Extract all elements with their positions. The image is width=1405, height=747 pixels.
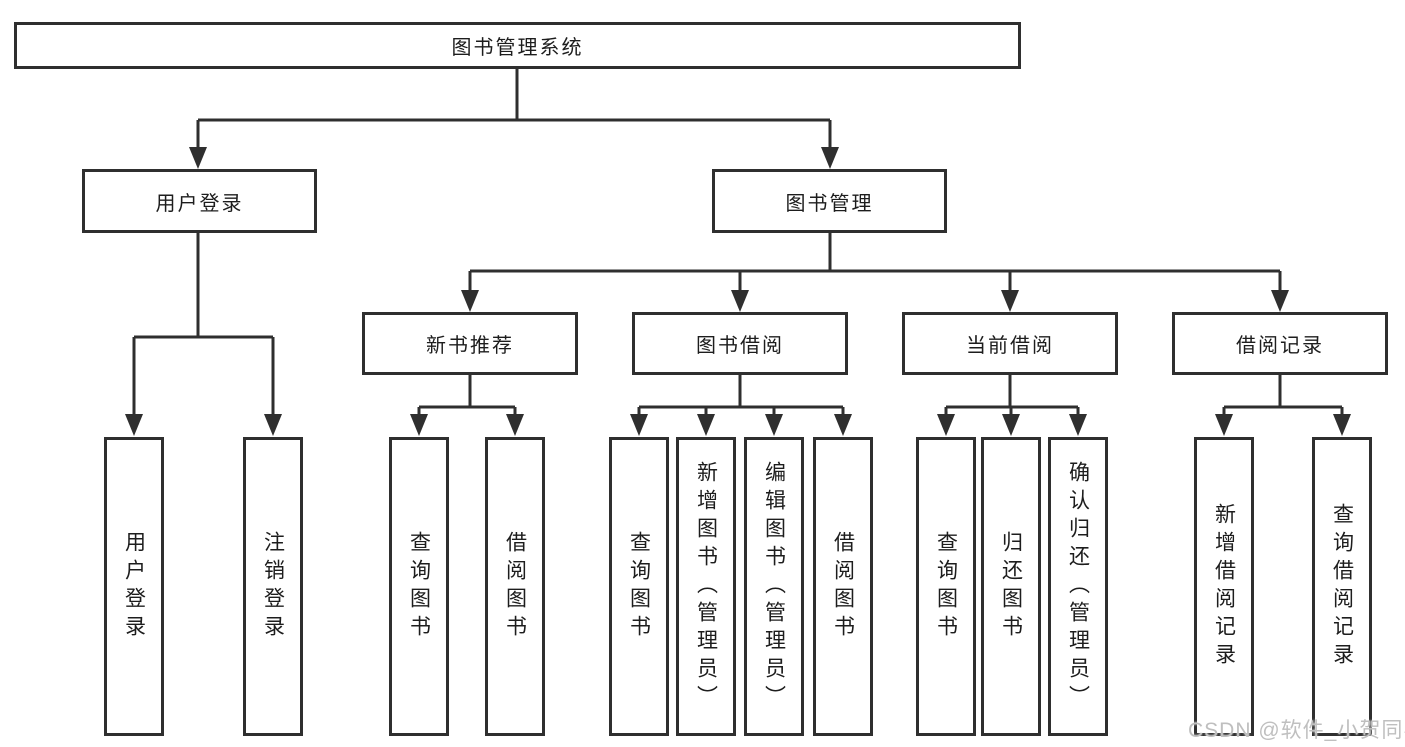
node-book-management: 图书管理 (712, 169, 947, 233)
node-library-system: 图书管理系统 (14, 22, 1021, 69)
csdn-watermark: CSDN @软件_小贺同学 (1188, 719, 1405, 742)
leaf-newbook-query-books: 查询图书 (389, 437, 449, 736)
node-new-book-recommend: 新书推荐 (362, 312, 578, 375)
leaf-records-add-record: 新增借阅记录 (1194, 437, 1254, 736)
node-user-login: 用户登录 (82, 169, 317, 233)
leaf-newbook-borrow-books: 借阅图书 (485, 437, 545, 736)
leaf-borrowing-edit-books-admin: 编辑图书（管理员） (744, 437, 804, 736)
leaf-current-return-books: 归还图书 (981, 437, 1041, 736)
node-current-borrowing: 当前借阅 (902, 312, 1118, 375)
leaf-logout: 注销登录 (243, 437, 303, 736)
leaf-current-query-books: 查询图书 (916, 437, 976, 736)
leaf-current-confirm-return-admin: 确认归还（管理员） (1048, 437, 1108, 736)
node-borrowing-records: 借阅记录 (1172, 312, 1388, 375)
leaf-borrowing-add-books-admin: 新增图书（管理员） (676, 437, 736, 736)
leaf-borrowing-borrow-books: 借阅图书 (813, 437, 873, 736)
leaf-user-login: 用户登录 (104, 437, 164, 736)
leaf-borrowing-query-books: 查询图书 (609, 437, 669, 736)
node-book-borrowing: 图书借阅 (632, 312, 848, 375)
leaf-records-query-record: 查询借阅记录 (1312, 437, 1372, 736)
